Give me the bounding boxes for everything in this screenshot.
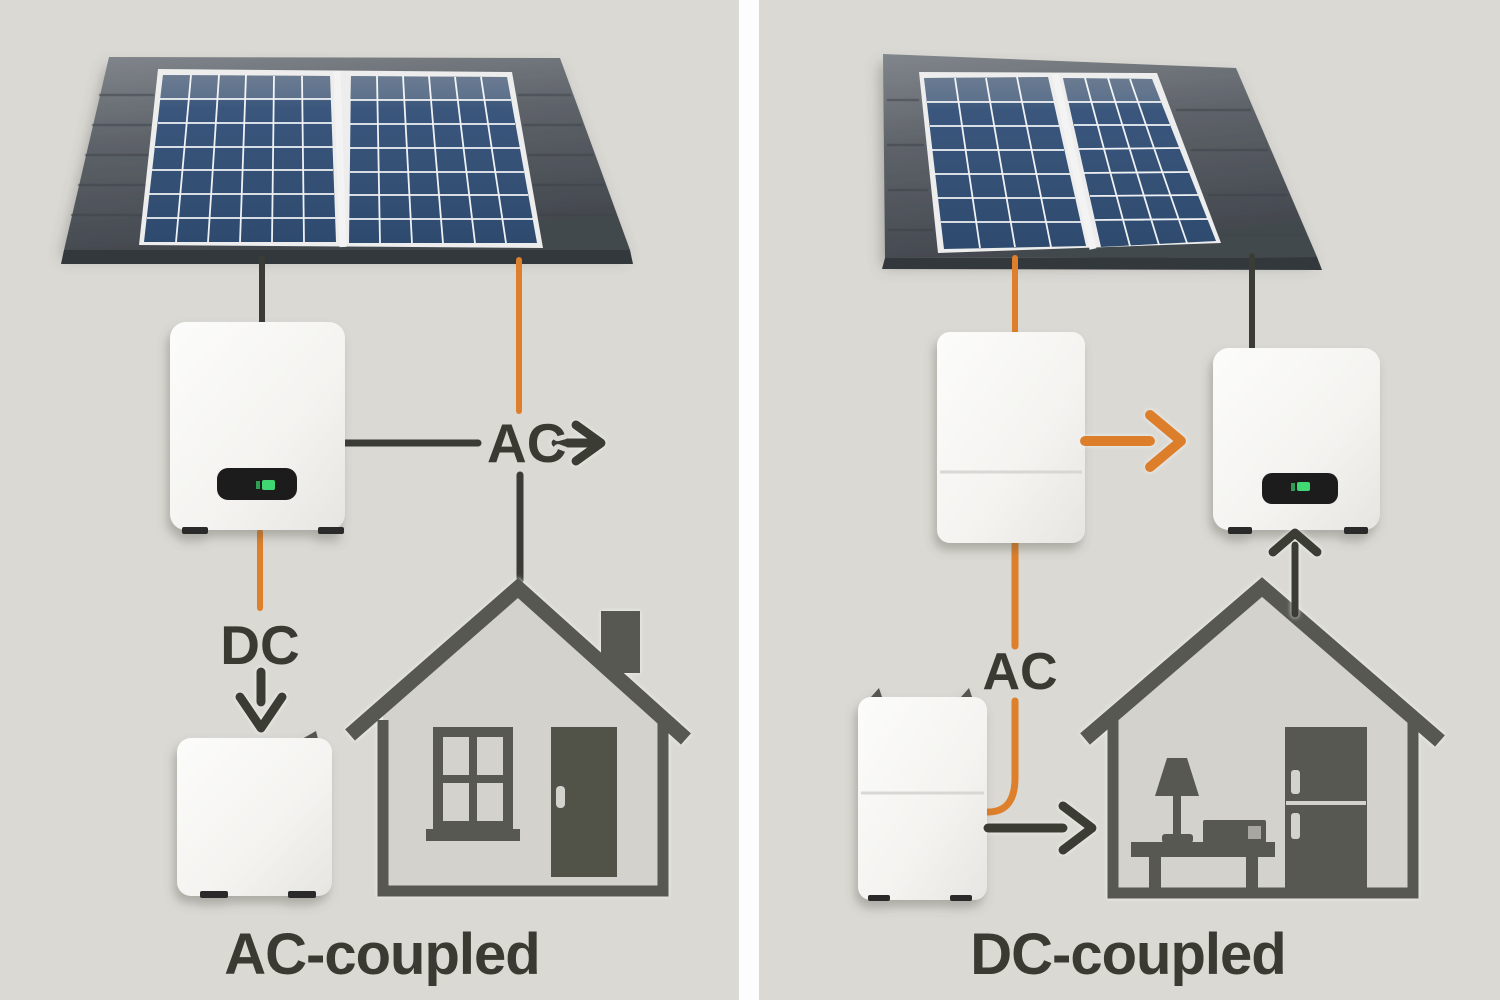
ac-coupled-system: AC DC AC-coupled — [61, 57, 692, 990]
roof-fascia — [61, 250, 633, 264]
solar-panel — [924, 77, 1086, 249]
caption-ac-coupled: AC-coupled — [224, 922, 539, 987]
led-indicator-icon — [256, 481, 260, 489]
lamp-icon — [1155, 758, 1199, 843]
dark-wires-left — [259, 255, 524, 584]
panel-gap — [333, 70, 347, 248]
battery-foot — [288, 891, 316, 898]
inverter-body — [170, 322, 345, 530]
battery-right — [858, 688, 987, 901]
caption-dc-coupled: DC-coupled — [970, 922, 1285, 987]
orange-wires-right — [984, 255, 1019, 816]
solar-panel — [349, 76, 537, 243]
window-pane — [477, 737, 503, 775]
unit-body — [937, 332, 1085, 543]
panel-grid — [147, 74, 335, 243]
dc-label-left: DC — [220, 614, 299, 676]
ac-wire-orange-lower — [984, 697, 1019, 816]
battery-foot — [868, 895, 890, 901]
battery-bracket — [302, 731, 318, 739]
house-right — [1080, 577, 1445, 899]
right-annotations — [983, 410, 1322, 855]
panel-grid — [349, 75, 533, 244]
orange-arrow-right-icon — [1080, 410, 1186, 472]
table-icon — [1131, 842, 1275, 893]
battery-body — [177, 738, 332, 896]
inverter-arrow-up-icon — [1268, 528, 1322, 618]
roof-fascia — [882, 257, 1322, 270]
panel-grid — [1068, 77, 1209, 247]
window-pane — [443, 783, 469, 821]
house-door — [551, 727, 617, 877]
inverter-foot — [1344, 527, 1368, 534]
led-indicator-icon — [1297, 482, 1310, 491]
ac-label-left: AC — [487, 412, 566, 474]
inverter-body — [1213, 348, 1380, 530]
house-wall-outline — [1107, 719, 1419, 899]
house-roof — [1080, 577, 1445, 747]
dc-coupled-system: AC DC-coupled — [858, 54, 1445, 990]
house-window — [426, 727, 520, 841]
house-roof — [345, 577, 692, 745]
radio-icon — [1203, 820, 1266, 843]
ac-arrow-right-icon — [551, 420, 606, 466]
battery-foot — [200, 891, 228, 898]
battery-foot — [950, 895, 972, 901]
house-left — [345, 577, 692, 897]
solar-panel — [1063, 78, 1216, 247]
inverter-left — [170, 322, 345, 534]
window-pane — [477, 783, 503, 821]
battery-body — [858, 697, 987, 900]
solar-panels-left — [139, 69, 543, 248]
window-pane — [443, 737, 469, 775]
orange-wires-left — [257, 257, 522, 611]
led-indicator-icon — [262, 480, 275, 490]
panel-gap — [1051, 73, 1097, 250]
inverter-foot — [1228, 527, 1252, 534]
roof-tile-grooves — [70, 93, 615, 217]
battery-bracket — [961, 688, 972, 697]
door-handle — [556, 786, 565, 808]
inverter-right — [1213, 348, 1380, 534]
house-arrow-right-icon — [983, 801, 1097, 855]
left-annotations — [235, 420, 606, 733]
led-indicator-icon — [1291, 483, 1295, 491]
battery-left — [177, 731, 332, 898]
battery-bracket — [871, 688, 882, 697]
roof-tile-grooves — [886, 98, 1305, 237]
panel-divider — [739, 0, 759, 1000]
window-sill — [426, 829, 520, 841]
dc-arrow-down-icon — [235, 667, 287, 733]
refrigerator-icon — [1285, 727, 1367, 893]
inverter-foot — [182, 527, 208, 534]
ac-label-right: AC — [982, 643, 1057, 701]
battery-inverter-unit — [937, 332, 1085, 543]
house-wall-outline — [377, 720, 669, 897]
solar-panel — [144, 75, 336, 242]
inverter-foot — [318, 527, 344, 534]
solar-panels-right — [919, 72, 1221, 253]
panel-grid — [927, 76, 1081, 249]
